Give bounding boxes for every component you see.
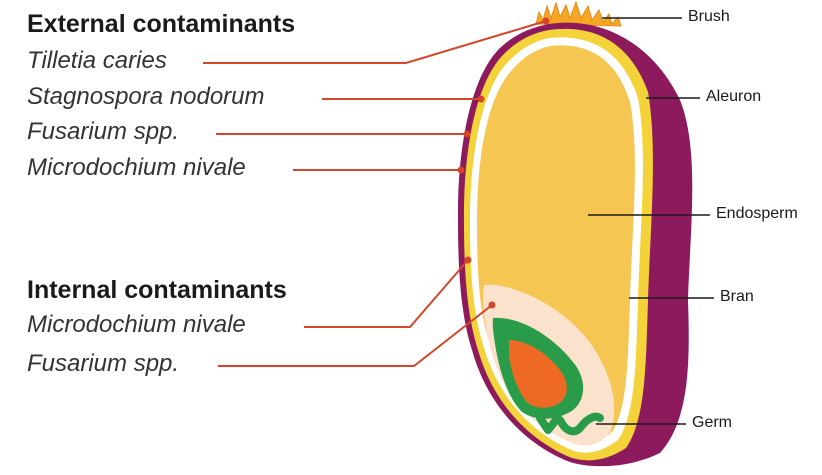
label-aleuron: Aleuron: [706, 88, 761, 106]
internal-item-microdochium: Microdochium nivale: [27, 311, 246, 339]
leader-line-microdochium-int: [304, 260, 468, 327]
internal-item-fusarium: Fusarium spp.: [27, 350, 179, 378]
contact-dot: [478, 96, 485, 103]
contact-dot: [458, 167, 465, 174]
external-item-microdochium: Microdochium nivale: [27, 154, 246, 182]
internal-heading: Internal contaminants: [27, 276, 287, 305]
contact-dot: [464, 131, 471, 138]
label-endosperm: Endosperm: [716, 205, 798, 223]
label-brush: Brush: [688, 8, 730, 26]
contact-dot: [489, 302, 496, 309]
external-item-fusarium: Fusarium spp.: [27, 118, 179, 146]
contact-dot: [465, 257, 472, 264]
leader-line-fusarium-int: [218, 305, 492, 366]
label-bran: Bran: [720, 288, 754, 306]
label-germ: Germ: [692, 414, 732, 432]
external-item-stagnospora: Stagnospora nodorum: [27, 83, 265, 111]
external-item-tilletia: Tilletia caries: [27, 47, 167, 75]
external-heading: External contaminants: [27, 10, 295, 39]
contact-dot: [543, 18, 550, 25]
